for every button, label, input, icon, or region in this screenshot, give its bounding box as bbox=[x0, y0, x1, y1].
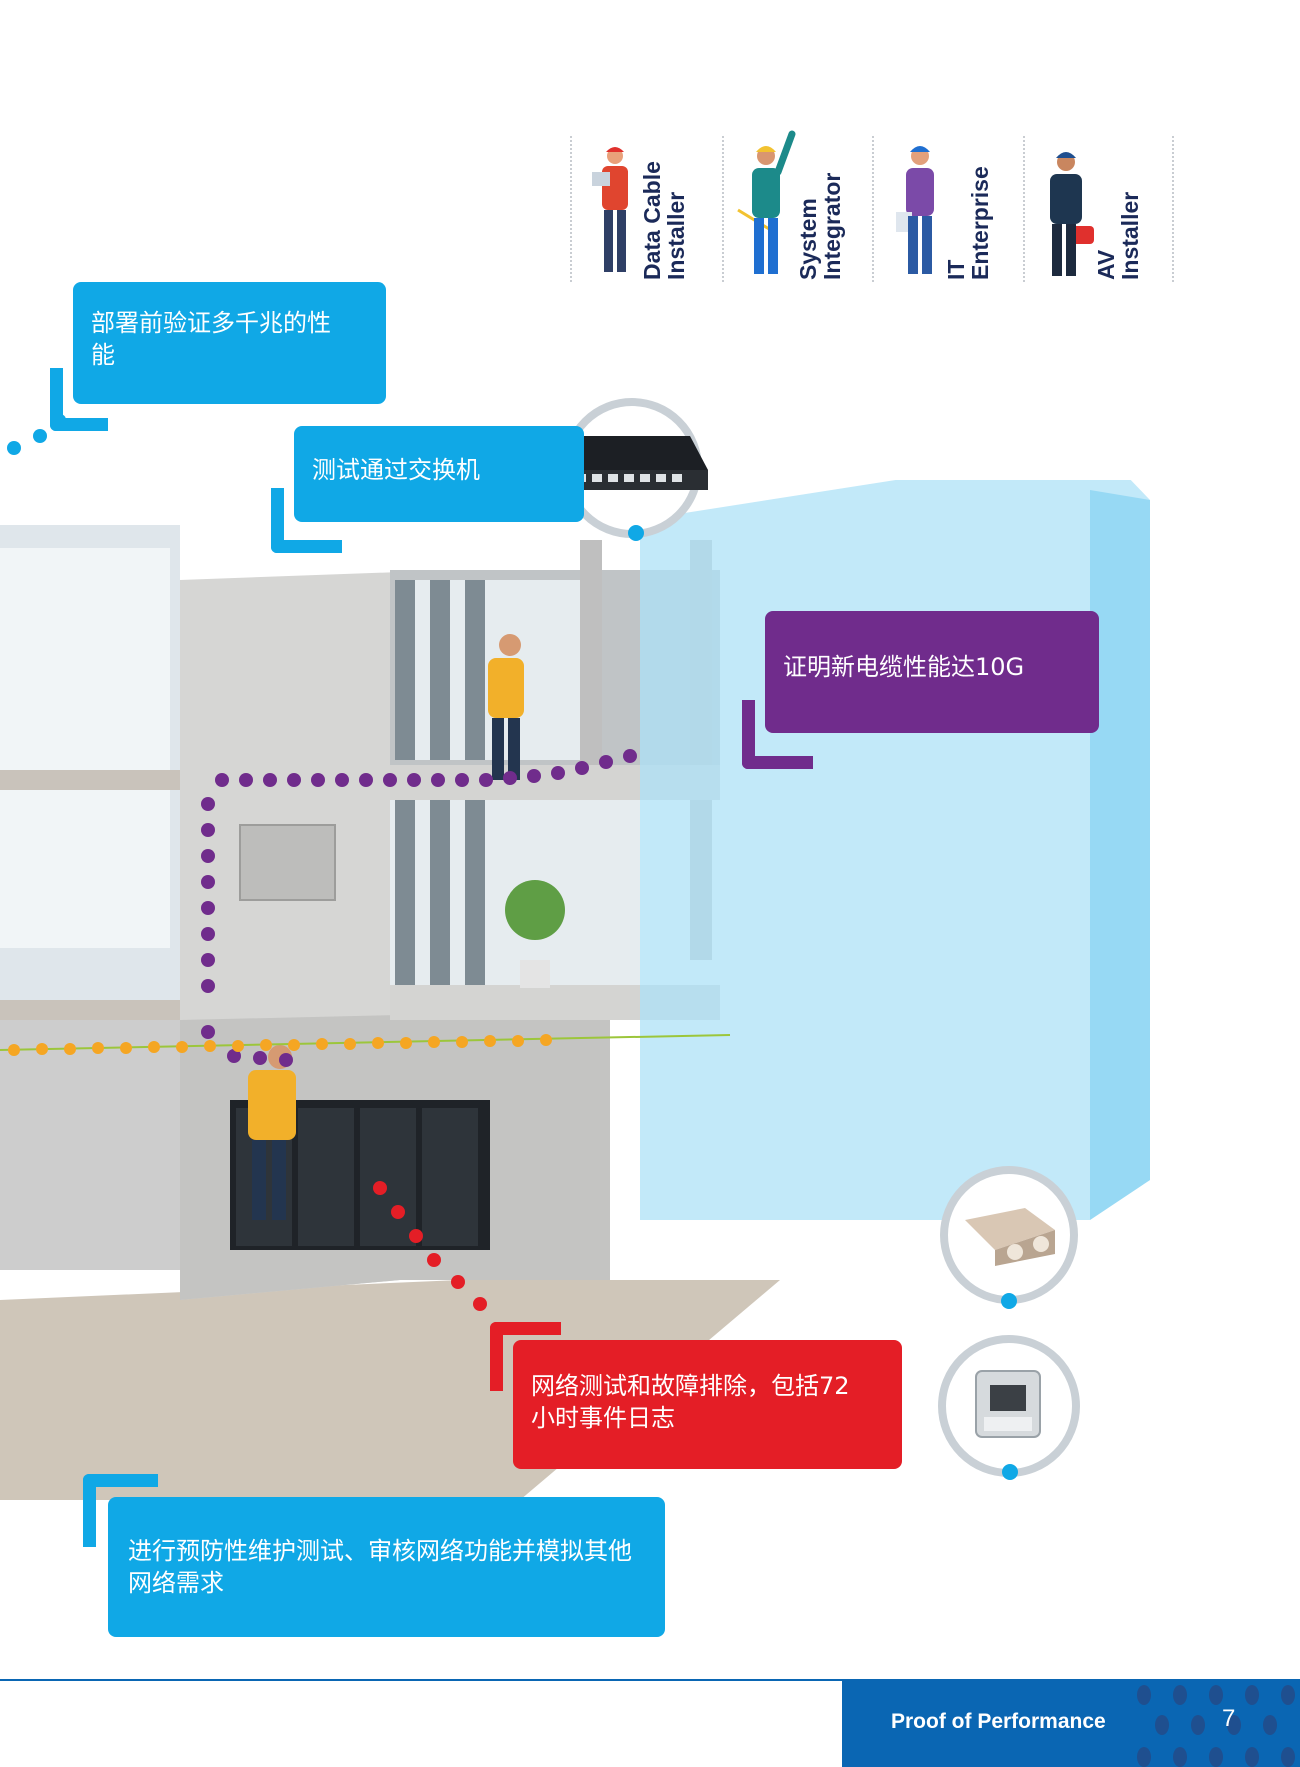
red-dotted-path bbox=[373, 1181, 487, 1311]
footer-rule bbox=[0, 1679, 1300, 1681]
rj45-keystone-jack-icon bbox=[975, 1370, 1041, 1438]
lc-fiber-connector-icon bbox=[965, 1208, 1055, 1266]
callout-troubleshoot: 网络测试和故障排除，包括72 小时事件日志 bbox=[513, 1340, 902, 1469]
system-integrator-figure bbox=[737, 130, 796, 274]
callout-test-switch: 测试通过交换机 bbox=[294, 426, 584, 522]
callout-verify-line1: 部署前验证多千兆的性 bbox=[91, 309, 331, 337]
callout-switch-line1: 测试通过交换机 bbox=[312, 456, 480, 484]
callout-corner-verify bbox=[50, 368, 108, 431]
footer-bar bbox=[842, 1681, 1300, 1767]
callout-10g-line1: 证明新电缆性能达10G bbox=[783, 653, 1025, 681]
callout-troubleshoot-line1: 网络测试和故障排除，包括72 bbox=[531, 1372, 850, 1400]
rj45-jack-dot bbox=[1002, 1464, 1018, 1480]
footer-dot-pattern bbox=[1137, 1685, 1295, 1767]
callout-preventive-line2: 网络需求 bbox=[128, 1569, 224, 1597]
callout-troubleshoot-line2: 小时事件日志 bbox=[531, 1404, 675, 1432]
purple-dotted-path bbox=[201, 749, 637, 1067]
callout-verify-multigig: 部署前验证多千兆的性 能 bbox=[73, 282, 386, 404]
page-number: 7 bbox=[1222, 1705, 1236, 1732]
callout-corner-10g bbox=[742, 700, 813, 769]
cyan-dotted-path bbox=[7, 414, 66, 455]
data-cable-installer-figure bbox=[592, 147, 628, 272]
callout-preventive-line1: 进行预防性维护测试、审核网络功能并模拟其他 bbox=[128, 1537, 632, 1565]
callout-prove-10g: 证明新电缆性能达10G bbox=[765, 611, 1099, 733]
callout-verify-line2: 能 bbox=[91, 341, 115, 369]
orange-dotted-path bbox=[0, 1034, 731, 1056]
av-installer-figure bbox=[1050, 152, 1094, 276]
callout-corner-switch bbox=[271, 488, 342, 553]
fiber-connector-dot bbox=[1001, 1293, 1017, 1309]
it-enterprise-figure bbox=[896, 146, 934, 274]
footer-title: Proof of Performance bbox=[891, 1710, 1106, 1733]
callout-preventive: 进行预防性维护测试、审核网络功能并模拟其他 网络需求 bbox=[108, 1497, 665, 1637]
switch-connector-dot bbox=[628, 525, 644, 541]
